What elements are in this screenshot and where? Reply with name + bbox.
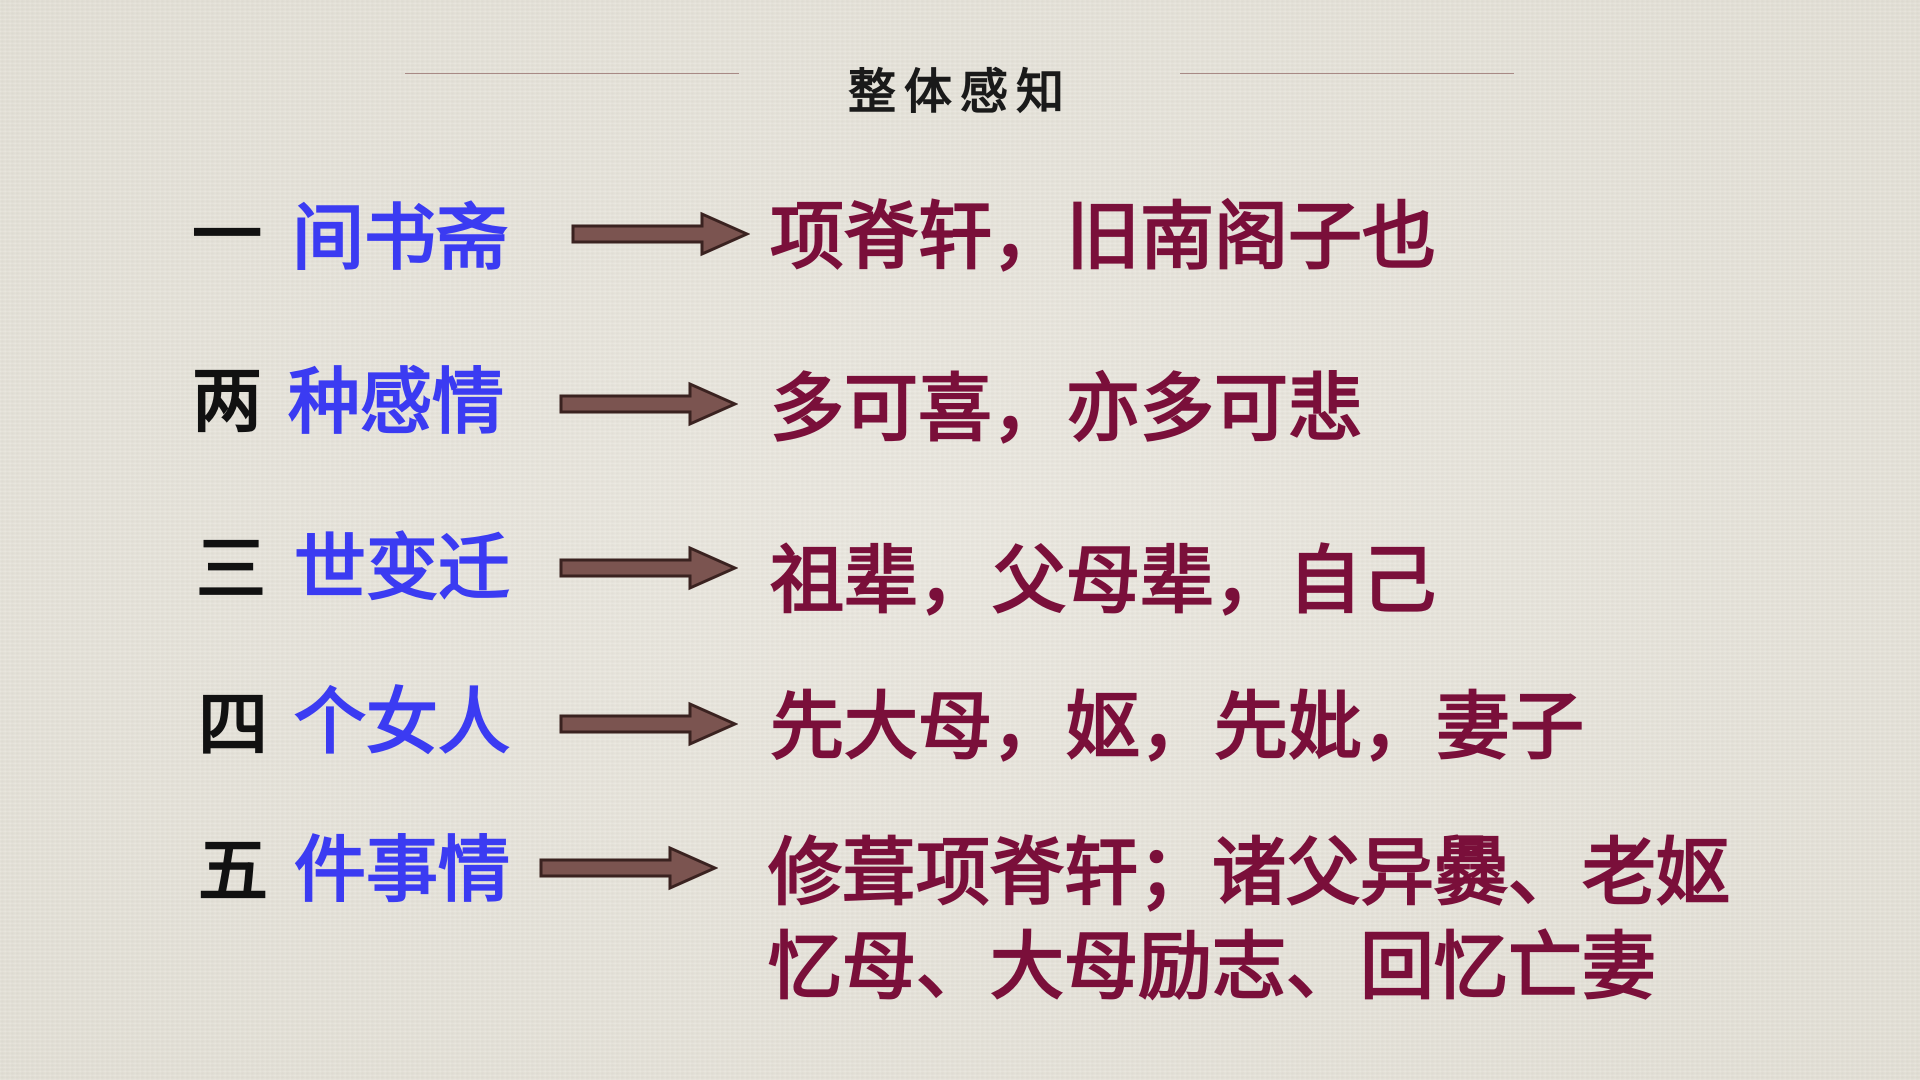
slide-title: 整体感知 [847,64,1072,120]
row-term: 种感情 [288,360,505,444]
row-term: 件事情 [294,828,511,912]
right-arrow-icon [539,845,718,891]
right-arrow-icon [559,381,738,427]
row-description-line2: 忆母、大母励志、回忆亡妻 [768,924,1656,1010]
right-arrow-icon [571,211,750,257]
row-number: 一 [192,194,262,276]
title-rule-right [1180,73,1514,74]
right-arrow-icon [559,545,738,591]
row-term: 世变迁 [294,526,511,610]
row-number: 四 [198,684,268,766]
row-description: 项脊轩，旧南阁子也 [770,194,1436,280]
row-term: 个女人 [294,680,511,764]
row-description: 祖辈，父母辈，自己 [770,538,1436,624]
right-arrow-icon [559,701,738,747]
row-number: 五 [198,830,268,912]
row-term: 间书斋 [292,196,509,280]
row-number: 三 [196,528,266,610]
row-description: 修葺项脊轩；诸父异爨、老妪 [768,830,1730,916]
row-number: 两 [192,360,262,442]
row-description: 多可喜，亦多可悲 [770,366,1362,452]
title-rule-left [405,73,739,74]
row-description: 先大母，妪，先妣，妻子 [770,684,1584,770]
